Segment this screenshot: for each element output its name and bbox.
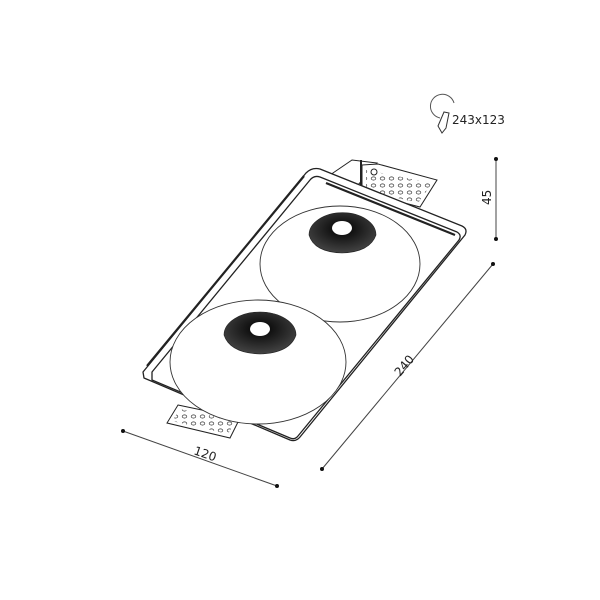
length-dimension-line [320,262,495,471]
height-dimension-line [494,157,498,241]
width-dimension-label: 120 [192,444,218,465]
length-dimension-label: 240 [392,352,417,379]
lower-lamp-recess [169,299,347,425]
width-dimension-line [121,429,279,488]
cutout-hole-icon [429,93,455,134]
height-dimension-label: 45 [480,190,494,205]
upper-lamp-recess [259,205,421,323]
cutout-dimension-label: 243x123 [452,113,505,127]
